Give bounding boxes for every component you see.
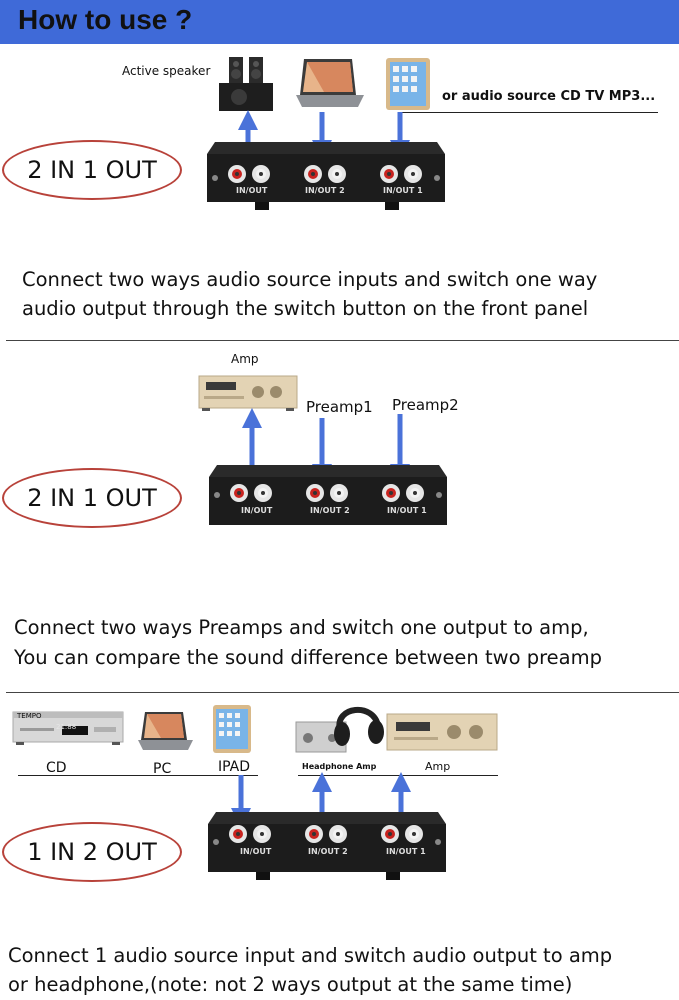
port-label-inout: IN/OUT xyxy=(240,847,272,856)
headphone-icon xyxy=(294,700,384,758)
label-active-speaker: Active speaker xyxy=(122,64,211,78)
label-preamp-1: Preamp1 xyxy=(306,398,373,416)
description-2-line-2: You can compare the sound difference bet… xyxy=(14,646,602,669)
label-ipad: IPAD xyxy=(218,759,251,775)
label-audio-source: or audio source CD TV MP3... xyxy=(442,89,656,104)
header-bar: How to use ? xyxy=(0,0,679,44)
description-3-line-2: or headphone,(note: not 2 ways output at… xyxy=(8,973,573,996)
port-label-inout: IN/OUT xyxy=(236,186,268,195)
switch-box-2 xyxy=(207,463,449,538)
label-cd: CD xyxy=(46,760,67,776)
tablet-icon xyxy=(385,57,431,111)
cd-player-icon xyxy=(12,708,124,748)
label-amp: Amp xyxy=(425,760,451,773)
mode-label-2: 2 IN 1 OUT xyxy=(2,468,182,528)
label-preamp-2: Preamp2 xyxy=(392,396,459,414)
switch-box-3 xyxy=(206,810,448,885)
port-label-inout-1: IN/OUT 1 xyxy=(383,186,423,195)
laptop-icon xyxy=(137,710,195,756)
label-amp: Amp xyxy=(231,352,259,366)
source-underline xyxy=(400,112,658,113)
cd-brand-label: TEMPO xyxy=(17,712,42,720)
port-label-inout-1: IN/OUT 1 xyxy=(387,506,427,515)
section-divider-2 xyxy=(6,692,679,693)
port-label-inout-2: IN/OUT 2 xyxy=(308,847,348,856)
signal-arrows-2 xyxy=(242,408,410,484)
description-3-line-1: Connect 1 audio source input and switch … xyxy=(8,944,613,967)
amplifier-icon xyxy=(386,710,498,754)
port-label-inout: IN/OUT xyxy=(241,506,273,515)
section-divider-1 xyxy=(6,340,679,341)
port-label-inout-2: IN/OUT 2 xyxy=(310,506,350,515)
mode-label-3: 1 IN 2 OUT xyxy=(2,822,182,882)
description-1-line-2: audio output through the switch button o… xyxy=(22,297,589,320)
description-2-line-1: Connect two ways Preamps and switch one … xyxy=(14,616,589,639)
source-underline xyxy=(18,775,258,776)
label-headphone-amp: Headphone Amp xyxy=(302,762,377,771)
description-1-line-1: Connect two ways audio source inputs and… xyxy=(22,268,598,291)
mode-label-1: 2 IN 1 OUT xyxy=(2,140,182,200)
laptop-icon xyxy=(294,57,366,113)
label-pc: PC xyxy=(153,761,172,777)
cd-display-readout: 21:88 xyxy=(56,723,77,731)
page-title: How to use ? xyxy=(18,4,193,35)
signal-arrows-3 xyxy=(231,772,411,828)
speaker-icon xyxy=(215,55,279,113)
switch-box-1 xyxy=(205,140,447,215)
tablet-icon xyxy=(212,704,252,754)
port-label-inout-1: IN/OUT 1 xyxy=(386,847,426,856)
port-label-inout-2: IN/OUT 2 xyxy=(305,186,345,195)
